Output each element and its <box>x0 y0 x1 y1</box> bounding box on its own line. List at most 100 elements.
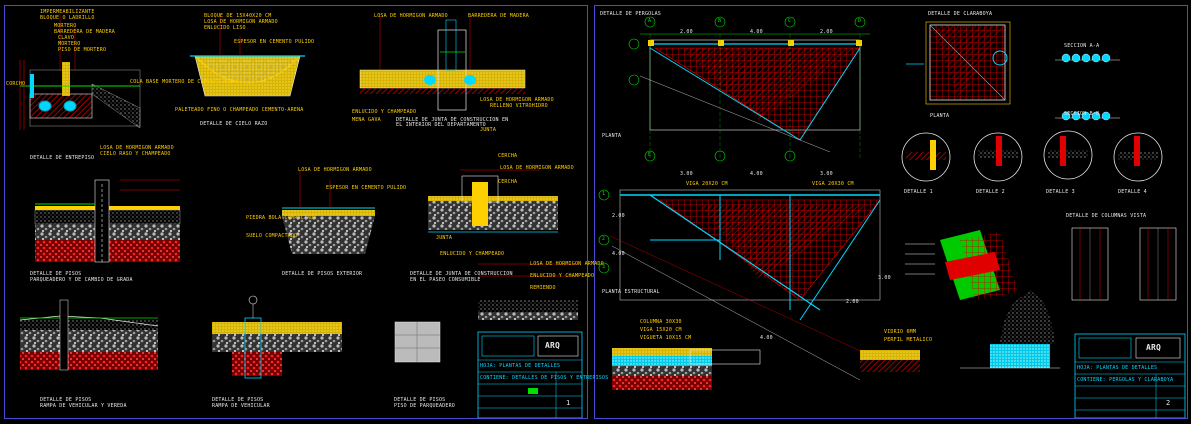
right-title-block-line1: HOJA: PLANTAS DE DETALLES <box>1077 365 1158 371</box>
title-pisos-grada-b: PARQUEADERO Y DE CAMBIO DE GRADA <box>30 277 133 283</box>
note: CERCHA <box>498 153 518 159</box>
title-rampa-veh-a: DETALLE DE PISOS <box>212 397 264 403</box>
title-junta-interior: DETALLE DE JUNTA DE CONSTRUCCION EN EL I… <box>396 117 509 128</box>
dimension-label: 2.00 <box>680 29 693 35</box>
dimension-label: 2.00 <box>820 29 833 35</box>
note: LOSA DE HORMIGON ARMADO <box>500 165 574 171</box>
grid-axis-label: B <box>718 18 722 24</box>
left-title-block-logo: ARQ <box>545 341 561 350</box>
grid-axis-label: A <box>648 18 652 24</box>
note: ENLUCIDO Y CHAMPEADO <box>440 251 505 257</box>
title-pisos-exterior: DETALLE DE PISOS EXTERIOR <box>282 271 363 277</box>
note: BLOQUE DE 15X40X20 CM <box>204 13 272 19</box>
title-entrepiso: DETALLE DE ENTREPISO <box>30 155 95 161</box>
note: CORCHO <box>6 81 26 87</box>
note: RELLENO VITROHIDRO <box>490 103 548 109</box>
note: PIEDRA BOLA COMPACTADA <box>246 215 317 221</box>
title-planta-claraboya: PLANTA <box>930 113 950 119</box>
grid-axis-label: 2 <box>602 236 606 242</box>
title-pergolas: DETALLE DE PERGOLAS <box>600 11 661 17</box>
right-title-block-sheet-no: 2 <box>1166 399 1171 407</box>
note: BARREDERA DE MADERA <box>54 29 115 35</box>
note: ESPESOR EN CEMENTO PULIDO <box>234 39 315 45</box>
dimension-label: 2.00 <box>846 299 859 305</box>
note: JUNTA <box>480 127 497 133</box>
dimension-label: 3.00 <box>820 171 833 177</box>
grid-axis-label: 3 <box>602 264 606 270</box>
dimension-label: 4.00 <box>760 335 773 341</box>
title-columnas: DETALLE DE COLUMNAS VISTA <box>1066 213 1147 219</box>
note: LOSA DE HORMIGON ARMADO <box>100 145 174 151</box>
title-seccion-a: SECCION A-A <box>1064 43 1100 49</box>
note: LOSA DE HORMIGON ARMADO <box>298 167 372 173</box>
title-detalle-3: DETALLE 3 <box>1046 189 1075 195</box>
title-planta-estructural: PLANTA ESTRUCTURAL <box>602 289 660 295</box>
note: COLUMNA 30X30 <box>640 319 682 325</box>
title-rampa-vereda-b: RAMPA DE VEHICULAR Y VEREDA <box>40 403 127 409</box>
note: BLOQUE O LADRILLO <box>40 15 95 21</box>
left-title-block-sheet-no: 1 <box>566 399 571 407</box>
note: BARREDERA DE MADERA <box>468 13 529 19</box>
left-title-block-frame <box>477 331 583 419</box>
note: ENLUCIDO LISO <box>204 25 246 31</box>
title-junta-exterior-a: DETALLE DE JUNTA DE CONSTRUCCION <box>410 271 513 277</box>
right-sheet-frame <box>594 5 1188 419</box>
note: LOSA DE HORMIGON ARMADO <box>374 13 448 19</box>
note: ENLUCIDO Y CHAMPEADO <box>352 109 417 115</box>
note: PISO DE MORTERO <box>58 47 107 53</box>
note: LOSA DE HORMIGON ARMADO <box>530 261 604 267</box>
title-detalle-2: DETALLE 2 <box>976 189 1005 195</box>
left-title-block-line1: HOJA: PLANTAS DE DETALLES <box>480 363 561 369</box>
title-claraboya: DETALLE DE CLARABOYA <box>928 11 993 17</box>
note: SUELO COMPACTADO <box>246 233 298 239</box>
note: VIGUETA 10X15 CM <box>640 335 692 341</box>
note: CLAVO <box>58 35 75 41</box>
dimension-label: 2.00 <box>612 213 625 219</box>
note: PALETEADO FINO O CHAMPEADO CEMENTO-ARENA <box>175 107 304 113</box>
note: ESPESOR EN CEMENTO PULIDO <box>326 185 407 191</box>
note: COLA BASE MORTERO DE CEMENTO-ARENA <box>130 79 240 85</box>
right-title-block-line2: CONTIENE: PERGOLAS Y CLARABOYA <box>1077 377 1174 383</box>
dimension-label: 4.00 <box>612 251 625 257</box>
title-parqueadero-b: PISO DE PARQUEADERO <box>394 403 455 409</box>
title-pisos-grada-a: DETALLE DE PISOS <box>30 271 82 277</box>
note: JUNTA <box>436 235 453 241</box>
note: PERFIL METALICO <box>884 337 933 343</box>
note: LOSA DE HORMIGON ARMADO <box>204 19 278 25</box>
note: VIGA 20X30 CM <box>812 181 854 187</box>
note: MENA GAVA <box>352 117 381 123</box>
note: MORTERO <box>54 23 77 29</box>
grid-axis-label: E <box>648 152 652 158</box>
note: MORTERO <box>58 41 81 47</box>
note: IMPERMEABILIZANTE <box>40 9 95 15</box>
title-seccion-b: SECCION B-B <box>1064 111 1100 117</box>
note: CIELO RASO Y CHAMPEADO <box>100 151 171 157</box>
grid-axis-label: D <box>858 18 862 24</box>
title-junta-exterior-b: EN EL PASEO CONSUMIBLE <box>410 277 481 283</box>
title-rampa-vereda-a: DETALLE DE PISOS <box>40 397 92 403</box>
title-rampa-veh-b: RAMPA DE VEHICULAR <box>212 403 270 409</box>
dimension-label: 4.00 <box>750 171 763 177</box>
title-cielo-raso: DETALLE DE CIELO RAZO <box>200 121 268 127</box>
grid-axis-label: C <box>788 18 792 24</box>
note: VIDRIO 6MM <box>884 329 917 335</box>
note: LOSA DE HORMIGON ARMADO <box>480 97 554 103</box>
dimension-label: 4.00 <box>750 29 763 35</box>
note: VIGA 15X20 CM <box>640 327 682 333</box>
title-detalle-1: DETALLE 1 <box>904 189 933 195</box>
grid-axis-label: 1 <box>602 191 606 197</box>
note: REMIENDO <box>530 285 556 291</box>
title-detalle-4: DETALLE 4 <box>1118 189 1147 195</box>
note: CERCHA <box>498 179 518 185</box>
left-sheet-frame <box>4 5 588 419</box>
dimension-label: 3.00 <box>680 171 693 177</box>
title-parqueadero-a: DETALLE DE PISOS <box>394 397 446 403</box>
right-title-block-logo: ARQ <box>1146 343 1162 352</box>
note: VIGA 20X20 CM <box>686 181 728 187</box>
left-title-block-line2: CONTIENE: DETALLES DE PISOS Y ENTREPISOS <box>480 375 609 381</box>
note: ENLUCIDO Y CHAMPEADO <box>530 273 595 279</box>
dimension-label: 3.00 <box>878 275 891 281</box>
title-planta: PLANTA <box>602 133 622 139</box>
